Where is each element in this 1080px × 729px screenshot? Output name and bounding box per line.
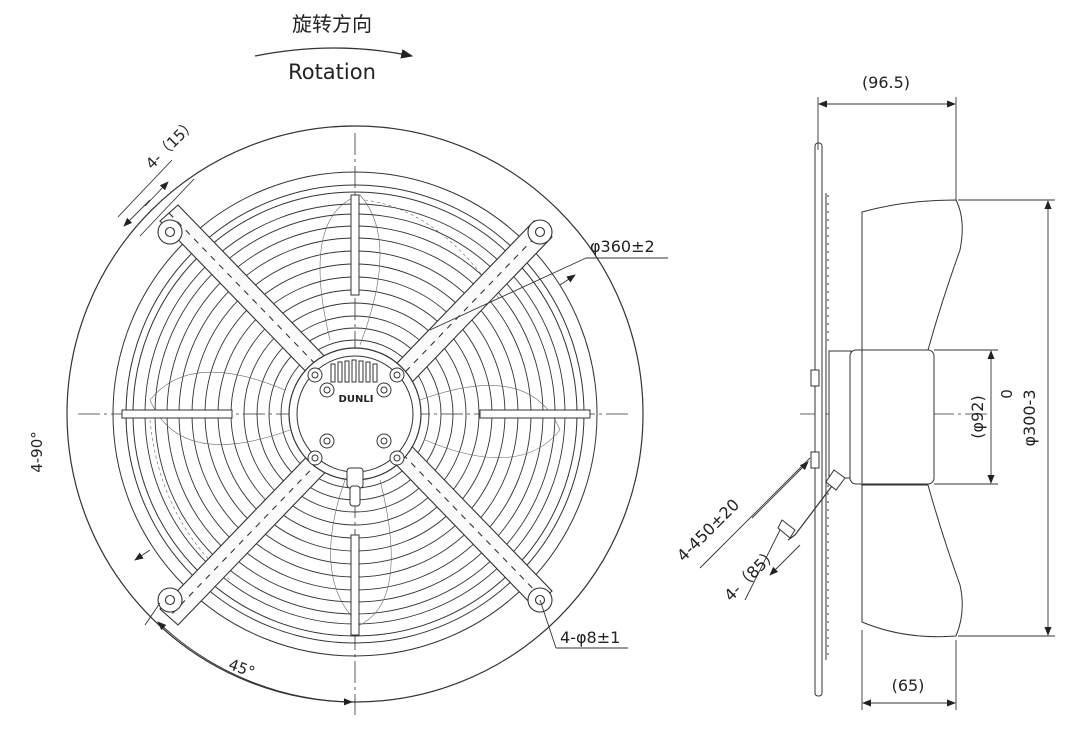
offset-angle-label: 45° xyxy=(226,655,257,681)
side-dimensions xyxy=(699,97,1055,710)
front-view: DUNLI xyxy=(66,125,644,715)
motor-flange xyxy=(828,350,852,479)
side-view xyxy=(777,142,990,697)
motor-body xyxy=(849,349,935,485)
blade-diameter-label: φ300-3 xyxy=(1020,389,1039,446)
hub-vent-slots xyxy=(330,359,378,383)
blade-upper xyxy=(861,199,963,351)
cable-length-label: 4-450±20 xyxy=(673,495,743,565)
rotation-label-zh: 旋转方向 xyxy=(292,12,372,36)
mount-bracket xyxy=(810,369,820,387)
zero-label: 0 xyxy=(998,389,1016,399)
depth-label: (96.5) xyxy=(862,73,910,92)
guard-diameter-label: φ360±2 xyxy=(590,237,655,256)
blade-lower xyxy=(861,484,963,638)
rotation-label-en: Rotation xyxy=(288,60,376,84)
fan-blades-front xyxy=(149,194,561,626)
guard-spokes xyxy=(121,194,591,636)
rotation-arrow xyxy=(254,47,414,59)
feet-angle-label: 4-90° xyxy=(28,431,46,473)
guard-plate-side xyxy=(814,142,823,697)
guard-wire-dots xyxy=(825,193,829,660)
hub-bolts xyxy=(307,367,405,466)
feet-width-label: 4-（15） xyxy=(142,115,200,173)
hub-brand-label: DUNLI xyxy=(339,394,374,405)
outer-guard-ring-inner xyxy=(112,171,598,657)
mounting-holes-label: 4-φ8±1 xyxy=(560,628,620,647)
cable-strip-label: 4-（85） xyxy=(720,543,782,605)
outer-guard-ring xyxy=(66,125,644,703)
rotation-indicator: 旋转方向 Rotation xyxy=(254,12,414,84)
motor-diameter-label: (φ92) xyxy=(968,395,987,438)
front-dimensions xyxy=(117,159,668,706)
blade-width-label: (65) xyxy=(892,676,925,695)
cable-gland xyxy=(346,467,364,489)
motor-hub xyxy=(288,347,422,507)
